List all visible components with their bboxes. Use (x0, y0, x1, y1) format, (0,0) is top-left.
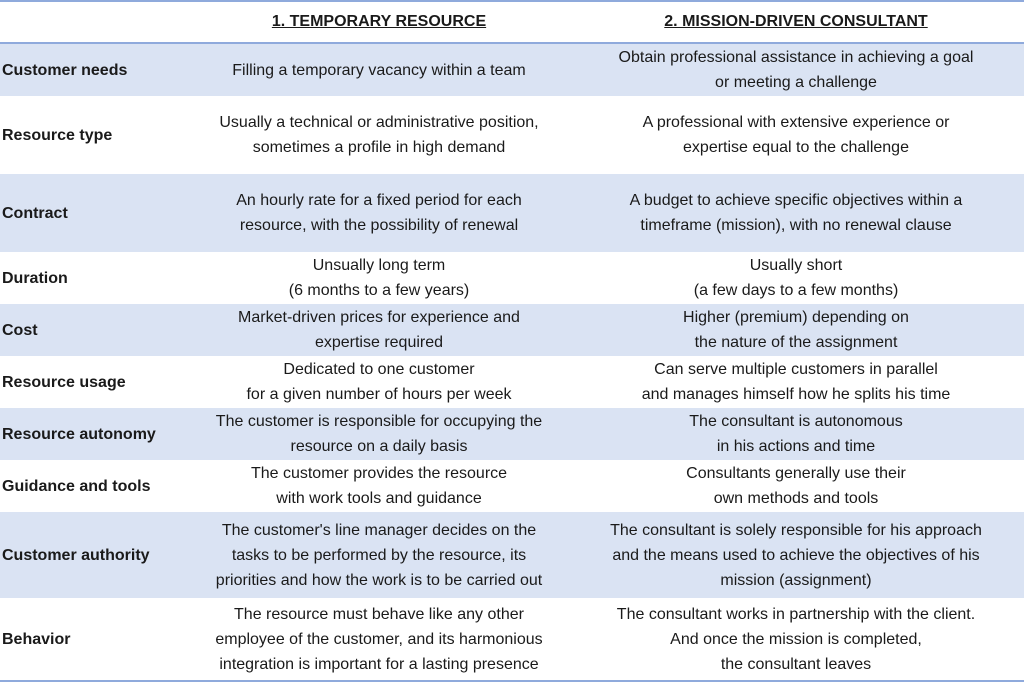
temporary-cell: Market-driven prices for experience and … (190, 304, 568, 356)
table-row-resource-autonomy: Resource autonomy The customer is respon… (0, 408, 1024, 460)
table-body: Customer needs Filling a temporary vacan… (0, 43, 1024, 682)
row-label: Behavior (0, 598, 190, 682)
table-row-duration: Duration Unsually long term (6 months to… (0, 252, 1024, 304)
temporary-cell: The resource must behave like any other … (190, 598, 568, 682)
temporary-cell: Filling a temporary vacancy within a tea… (190, 43, 568, 96)
temporary-cell: The customer provides the resource with … (250, 465, 508, 507)
consultant-cell: The consultant is autonomous in his acti… (568, 408, 1024, 460)
header-row: 1. TEMPORARY RESOURCE 2. MISSION-DRIVEN … (0, 0, 1024, 44)
temporary-cell: The customer is responsible for occupyin… (190, 408, 568, 460)
row-label: Duration (2, 269, 68, 287)
consultant-cell: Usually short (a few days to a few month… (693, 257, 899, 299)
temporary-cell: The customer's line manager decides on t… (190, 512, 568, 598)
table-row-customer-authority: Customer authority The customer's line m… (0, 512, 1024, 598)
row-label: Customer needs (0, 43, 190, 96)
temporary-cell: Usually a technical or administrative po… (219, 114, 539, 156)
table-header: 1. TEMPORARY RESOURCE 2. MISSION-DRIVEN … (0, 0, 1024, 44)
row-label: Customer authority (0, 512, 190, 598)
table-row-cost: Cost Market-driven prices for experience… (0, 304, 1024, 356)
row-label: Cost (0, 304, 190, 356)
table-row-customer-needs: Customer needs Filling a temporary vacan… (0, 43, 1024, 96)
consultant-cell: Can serve multiple customers in parallel… (641, 361, 951, 403)
temporary-cell: An hourly rate for a fixed period for ea… (190, 174, 568, 252)
temporary-cell: Unsually long term (6 months to a few ye… (288, 257, 470, 299)
table-row-behavior: Behavior The resource must behave like a… (0, 598, 1024, 682)
row-label: Contract (0, 174, 190, 252)
consultant-cell: A budget to achieve specific objectives … (568, 174, 1024, 252)
header-mission-driven-consultant: 2. MISSION-DRIVEN CONSULTANT (568, 0, 1024, 44)
consultant-cell: Consultants generally use their own meth… (686, 465, 906, 507)
consultant-cell: A professional with extensive experience… (642, 114, 950, 156)
row-label: Resource usage (2, 373, 126, 391)
row-label: Guidance and tools (2, 477, 151, 495)
consultant-cell: The consultant works in partnership with… (568, 598, 1024, 682)
header-blank-cell (0, 0, 190, 44)
temporary-cell: Dedicated to one customer for a given nu… (246, 361, 512, 403)
consultant-cell: Obtain professional assistance in achiev… (568, 43, 1024, 96)
table-row-contract: Contract An hourly rate for a fixed peri… (0, 174, 1024, 252)
consultant-cell: The consultant is solely responsible for… (568, 512, 1024, 598)
table-row-resource-usage: Resource usage Dedicated to one customer… (0, 356, 1024, 408)
header-temporary-resource: 1. TEMPORARY RESOURCE (190, 0, 568, 44)
row-label: Resource type (2, 126, 113, 144)
table-row-resource-type: Resource type Usually a technical or adm… (0, 96, 1024, 174)
table-row-guidance-and-tools: Guidance and tools The customer provides… (0, 460, 1024, 512)
row-label: Resource autonomy (0, 408, 190, 460)
consultant-cell: Higher (premium) depending on the nature… (568, 304, 1024, 356)
